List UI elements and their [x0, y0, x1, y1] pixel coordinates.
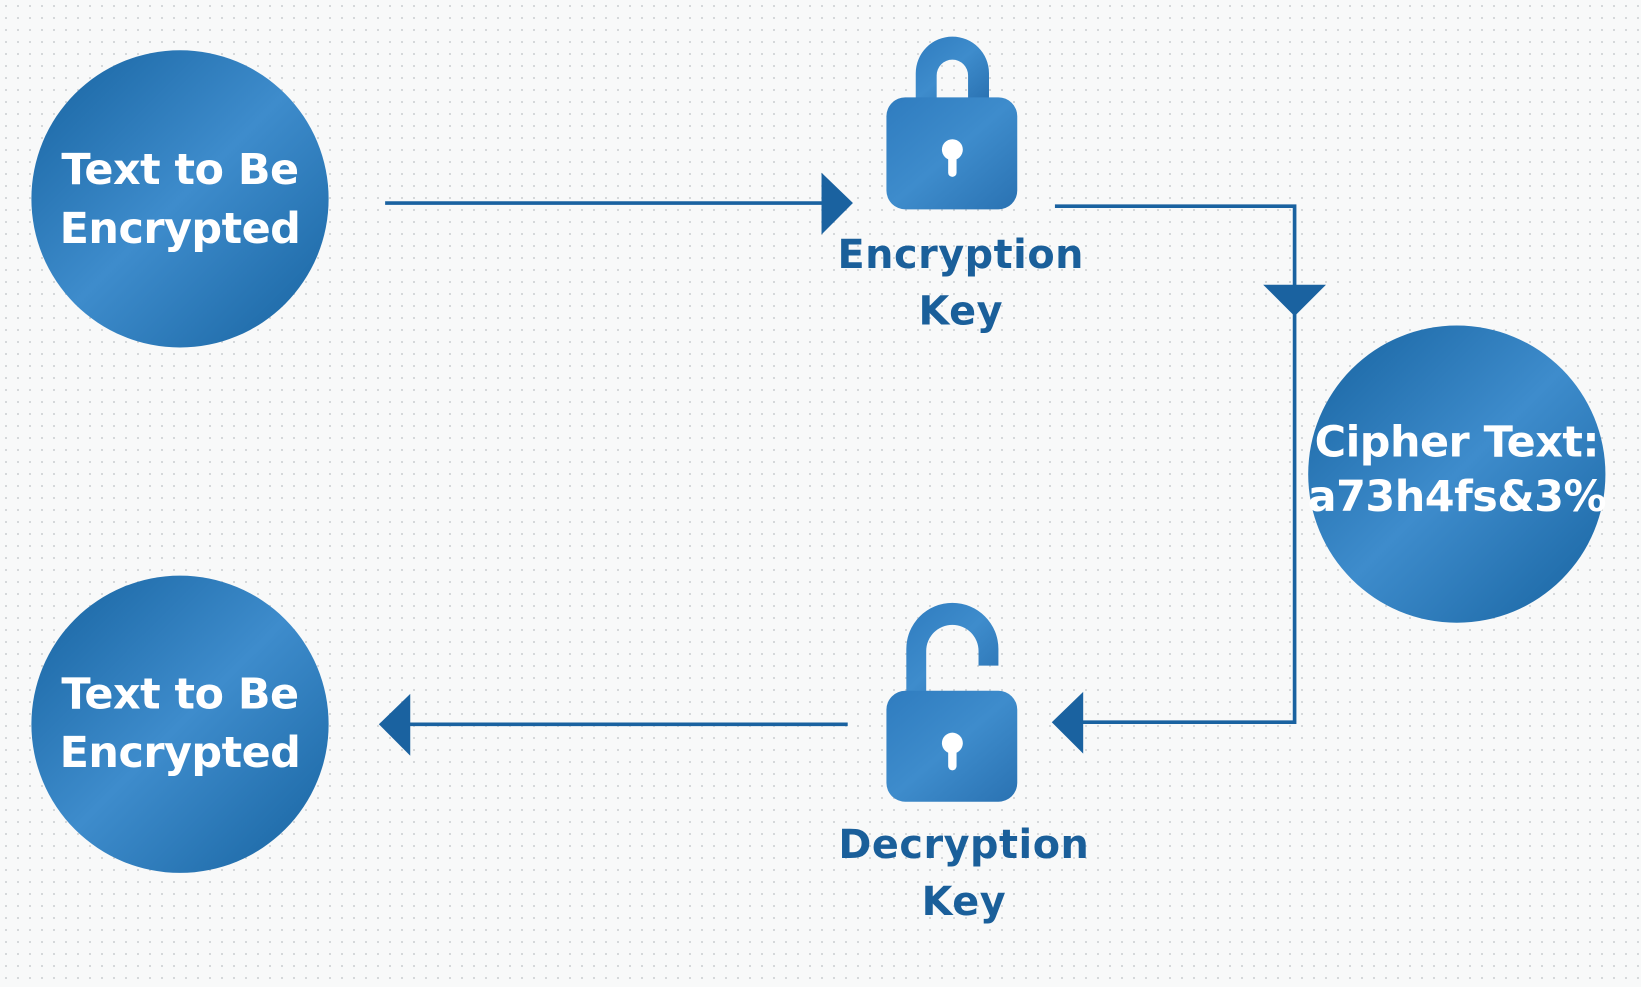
arrowhead-left [1051, 691, 1084, 754]
edge-encryption-to-ciphertext [1054, 204, 1326, 317]
node-label-line: Text to Be [61, 145, 298, 195]
node-ciphertext: Cipher Text: a73h4fs&3% [1308, 325, 1606, 623]
node-plaintext-output: Text to Be Encrypted [31, 575, 329, 873]
key-label-line: Encryption [837, 232, 1084, 278]
key-label-line: Key [922, 879, 1007, 925]
edge-ciphertext-to-decryption [1051, 313, 1297, 754]
key-label-line: Key [918, 288, 1003, 334]
connector-line [1054, 204, 1297, 314]
node-plaintext-input: Text to Be Encrypted [31, 50, 329, 348]
connector-line [1077, 313, 1297, 725]
arrowhead-down [1263, 284, 1326, 317]
arrowhead-right [821, 172, 853, 235]
edge-decryption-to-output [378, 693, 848, 756]
edge-input-to-encryption [385, 172, 853, 235]
node-circle [1308, 325, 1606, 623]
node-label-line: Cipher Text: [1315, 417, 1599, 467]
node-circle [31, 575, 329, 873]
lock-closed-icon [886, 36, 1018, 210]
encryption-key: Encryption Key [837, 36, 1084, 334]
key-label-line: Decryption [838, 822, 1089, 868]
lock-open-icon [886, 602, 1018, 802]
node-label-line: Encrypted [60, 204, 301, 254]
decryption-key: Decryption Key [838, 602, 1089, 925]
arrowhead-left [378, 693, 411, 756]
node-label-line: a73h4fs&3% [1308, 472, 1606, 522]
node-circle [31, 50, 329, 348]
node-label-line: Text to Be [61, 670, 298, 720]
node-label-line: Encrypted [60, 728, 301, 778]
